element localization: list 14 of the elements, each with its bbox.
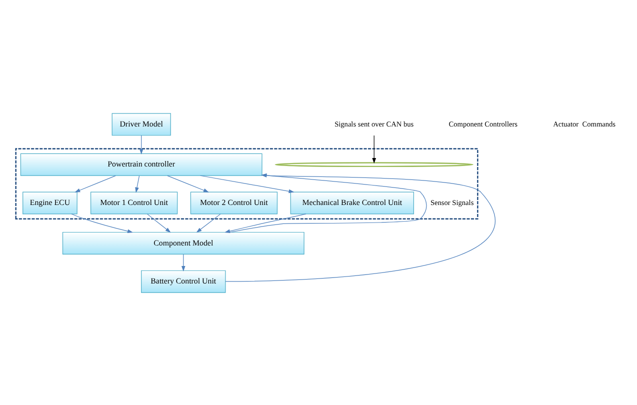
arrow (196, 213, 221, 232)
arrow (167, 174, 209, 192)
arrow (146, 213, 171, 232)
node-ellipse (274, 162, 474, 167)
arrow (181, 254, 186, 271)
arrow (230, 173, 427, 232)
arrow (71, 213, 133, 233)
arrow (200, 174, 294, 193)
arrow (139, 134, 144, 154)
arrow (372, 134, 376, 164)
arrow (135, 174, 140, 192)
arrow (225, 173, 495, 282)
arrow (224, 213, 306, 233)
arrow (74, 174, 116, 192)
